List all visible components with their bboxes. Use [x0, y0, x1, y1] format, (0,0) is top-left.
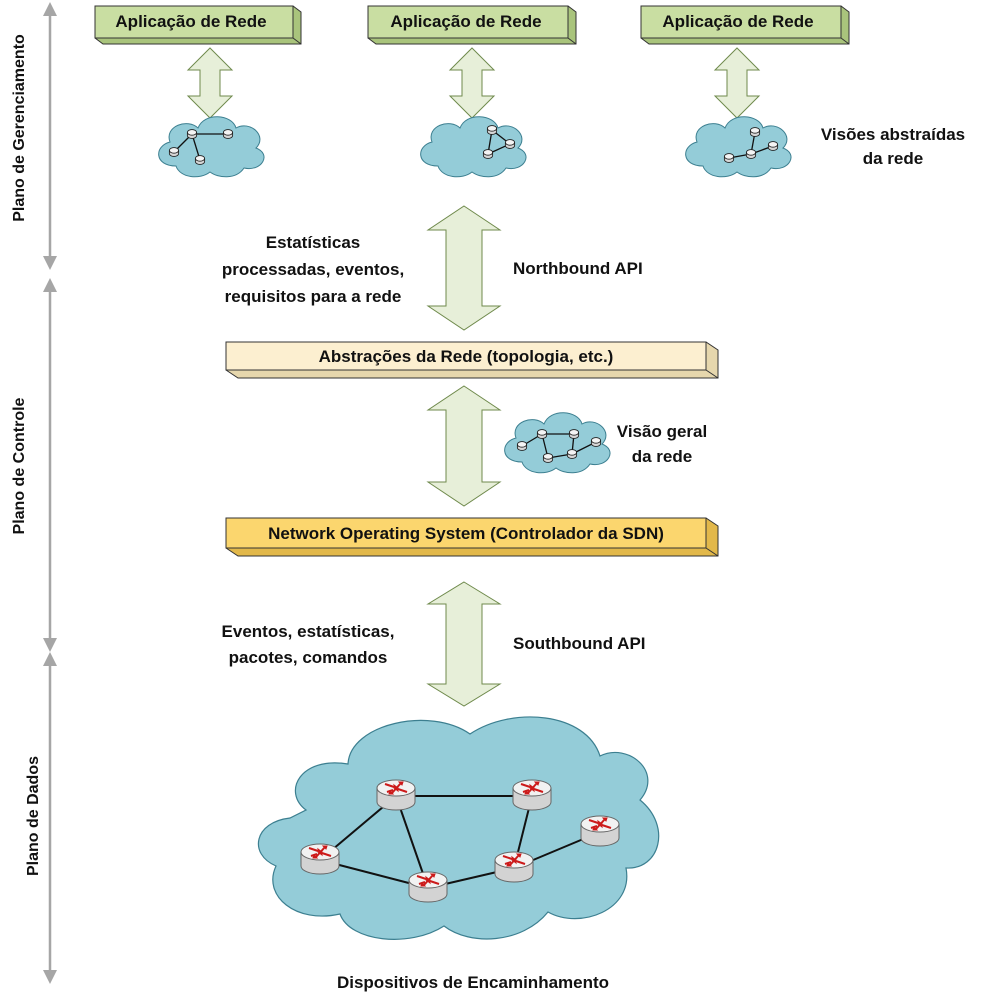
data-plane-label: Plano de Dados: [25, 756, 42, 876]
southbound-info-line1: Eventos, estatísticas,: [222, 622, 395, 641]
controller-abstractions-arrow: [426, 385, 502, 507]
global-view-cloud: [504, 412, 611, 474]
abstract-view-cloud-1: [158, 116, 265, 178]
northbound-info-line3: requisitos para a rede: [225, 287, 402, 306]
northbound-api-label: Northbound API: [513, 259, 643, 278]
abstract-views-label-line1: Visões abstraídas: [821, 125, 965, 144]
network-application-label: Aplicação de Rede: [115, 12, 266, 31]
router-icon: [494, 851, 534, 883]
control-plane-label: Plano de Controle: [11, 397, 28, 534]
network-application-3: Aplicação de Rede: [640, 5, 850, 45]
control-plane-arrow: [43, 278, 57, 652]
network-application-1: Aplicação de Rede: [94, 5, 302, 45]
global-view-label-line2: da rede: [632, 447, 692, 466]
forwarding-devices-label: Dispositivos de Encaminhamento: [337, 973, 609, 992]
network-operating-system-label: Network Operating System (Controlador da…: [268, 524, 664, 543]
app-view-arrow-3: [713, 47, 761, 119]
data-plane-cloud: [257, 716, 660, 940]
global-view-label-line1: Visão geral: [617, 422, 707, 441]
northbound-info-line2: processadas, eventos,: [222, 260, 404, 279]
router-icon: [376, 779, 416, 811]
management-plane-arrow: [43, 2, 57, 270]
router-icon: [512, 779, 552, 811]
network-application-2: Aplicação de Rede: [367, 5, 577, 45]
abstract-view-cloud-2: [420, 116, 527, 178]
southbound-info-line2: pacotes, comandos: [229, 648, 388, 667]
router-icon: [408, 871, 448, 903]
northbound-api-arrow: [426, 205, 502, 331]
abstract-view-cloud-3: [685, 116, 792, 178]
southbound-api-label: Southbound API: [513, 634, 646, 653]
data-plane-arrow: [43, 652, 57, 984]
network-application-label: Aplicação de Rede: [390, 12, 541, 31]
network-abstractions-label: Abstrações da Rede (topologia, etc.): [319, 347, 614, 366]
management-plane-label: Plano de Gerenciamento: [11, 34, 28, 222]
northbound-info-line1: Estatísticas: [266, 233, 361, 252]
app-view-arrow-2: [448, 47, 496, 119]
router-icon: [580, 815, 620, 847]
router-icon: [300, 843, 340, 875]
app-view-arrow-1: [186, 47, 234, 119]
southbound-api-arrow: [426, 581, 502, 707]
network-operating-system-box: Network Operating System (Controlador da…: [225, 517, 719, 557]
network-application-label: Aplicação de Rede: [662, 12, 813, 31]
network-abstractions-box: Abstrações da Rede (topologia, etc.): [225, 341, 719, 379]
abstract-views-label-line2: da rede: [863, 149, 923, 168]
